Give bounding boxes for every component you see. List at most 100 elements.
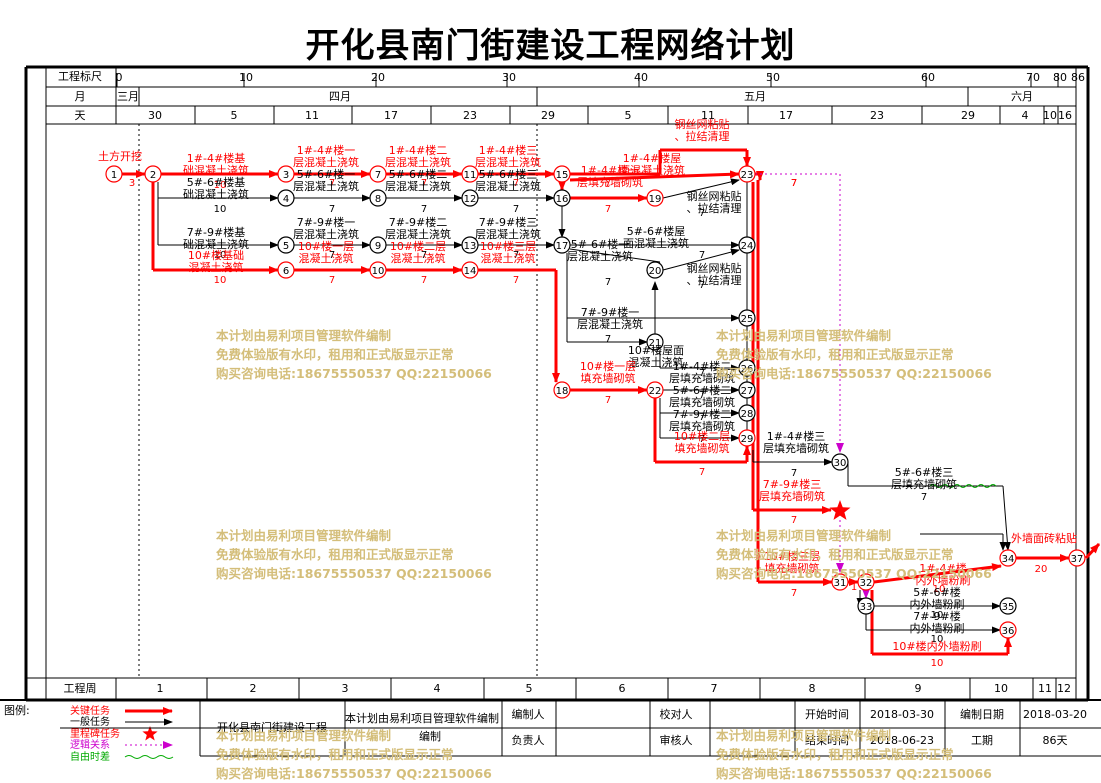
- node-5: [277, 236, 295, 254]
- task-duration: 7: [605, 334, 611, 345]
- start-value: 2018-03-30: [870, 708, 934, 721]
- day-label-14: 16: [1058, 109, 1072, 122]
- node-label-21: 21: [649, 338, 662, 349]
- task-duration: 7: [699, 250, 705, 261]
- week-number-6: 6: [619, 682, 626, 695]
- task-name: 层混凝土浇筑: [385, 179, 451, 193]
- node-27: [738, 381, 756, 399]
- node-label-11: 11: [464, 170, 477, 181]
- node-label-29: 29: [741, 434, 754, 445]
- task-name: 5#-6#楼三: [479, 167, 537, 181]
- node-19: [646, 189, 664, 207]
- task-name: 土方开挖: [98, 149, 142, 163]
- task-name: 层填充墙砌筑: [577, 175, 643, 189]
- ruler-label: 工程标尺: [58, 69, 102, 83]
- node-36: [999, 621, 1017, 639]
- task-name: 钢丝网粘贴: [675, 117, 730, 131]
- task-name: 5#-6#楼三: [895, 465, 953, 479]
- task-name: 填充墙砌筑: [581, 371, 636, 385]
- task-duration: 7: [791, 515, 797, 526]
- start-label: 开始时间: [805, 707, 849, 721]
- week-number-10: 10: [994, 682, 1008, 695]
- task-name: 层填充墙砌筑: [891, 477, 957, 491]
- ruler-tick-label: 86: [1071, 71, 1085, 84]
- node-label-22: 22: [649, 386, 662, 397]
- node-17: [553, 236, 571, 254]
- task-duration: 7: [513, 204, 519, 215]
- week-number-8: 8: [809, 682, 816, 695]
- node-2: [144, 165, 162, 183]
- task-duration: 7: [699, 280, 705, 291]
- day-label-7: 5: [625, 109, 632, 122]
- compile-label: 编制日期: [960, 707, 1004, 721]
- editor-label: 编制人: [512, 707, 545, 721]
- task-name: 础混凝土浇筑: [183, 187, 249, 201]
- node-label-7: 7: [375, 170, 381, 181]
- node-label-23: 23: [741, 170, 754, 181]
- task-name: 5#-6#楼: [913, 585, 960, 599]
- task-name: 面混凝土浇筑: [619, 163, 685, 177]
- node-25: [738, 309, 756, 327]
- task-name: 混凝土浇筑: [391, 251, 446, 265]
- ruler-tick-label: 40: [634, 71, 648, 84]
- duration-label: 工期: [971, 734, 993, 747]
- task-duration: 10: [214, 275, 227, 286]
- task-duration: 7: [699, 412, 705, 423]
- task-name: 7#-9#楼一: [297, 215, 355, 229]
- task-duration: 7: [791, 178, 797, 189]
- day-label-5: 23: [463, 109, 477, 122]
- task-name: 1#-4#楼基: [187, 151, 245, 165]
- task-name: 填充墙砌筑: [765, 561, 820, 575]
- day-label-13: 10: [1043, 109, 1057, 122]
- task-duration: 7: [605, 178, 611, 189]
- day-label-9: 17: [779, 109, 793, 122]
- task-duration: 10: [931, 610, 944, 621]
- node-29: [738, 429, 756, 447]
- task-duration: 7: [513, 250, 519, 261]
- month-label-3: 五月: [744, 90, 766, 103]
- node-label-30: 30: [834, 458, 847, 469]
- task-name: 填充墙砌筑: [675, 441, 730, 455]
- task-duration: 7: [699, 368, 705, 379]
- task-name: 5#-6#楼一: [571, 237, 629, 251]
- node-label-18: 18: [556, 386, 569, 397]
- task-name: 1#-4#楼: [919, 561, 966, 575]
- task-name: 层填充墙砌筑: [669, 371, 735, 385]
- node-16: [553, 189, 571, 207]
- node-label-34: 34: [1002, 554, 1015, 565]
- node-7: [369, 165, 387, 183]
- task-duration: 7: [699, 467, 705, 478]
- node-label-24: 24: [741, 241, 754, 252]
- task-duration: 7: [699, 434, 705, 445]
- task-name: 10#楼一层: [298, 239, 354, 253]
- task-name: 5#-6#楼基: [187, 175, 245, 189]
- task-name: 层混凝土浇筑: [385, 155, 451, 169]
- task-name: 混凝土浇筑: [481, 251, 536, 265]
- node-label-37: 37: [1071, 554, 1084, 565]
- node-label-20: 20: [649, 266, 662, 277]
- task-duration: 10: [931, 634, 944, 645]
- task-duration: 7: [921, 492, 927, 503]
- node-label-33: 33: [860, 602, 873, 613]
- task-name: 层混凝土浇筑: [475, 155, 541, 169]
- week-number-9: 9: [915, 682, 922, 695]
- free-float-wave: [929, 484, 997, 488]
- task-name: 钢丝网粘贴: [687, 189, 742, 203]
- end-label: 结束时间: [805, 734, 849, 747]
- node-label-13: 13: [464, 241, 477, 252]
- node-11: [461, 165, 479, 183]
- node-35: [999, 597, 1017, 615]
- checker-label: 校对人: [660, 707, 693, 721]
- week-number-7: 7: [711, 682, 718, 695]
- week-number-3: 3: [342, 682, 349, 695]
- task-duration: 7: [699, 208, 705, 219]
- task-name: 层混凝土浇筑: [577, 317, 643, 331]
- task-name: 10#楼三层: [764, 549, 820, 563]
- node-label-36: 36: [1002, 626, 1015, 637]
- task-name: 5#-6#楼屋: [627, 224, 685, 238]
- node-23: [738, 165, 756, 183]
- task-name: 1#-4#楼一: [581, 163, 639, 177]
- task-name: 内外墙粉刷: [916, 573, 971, 587]
- task-name: 10#楼内外墙粉刷: [892, 639, 981, 653]
- task-name: 1#-4#楼二: [673, 359, 731, 373]
